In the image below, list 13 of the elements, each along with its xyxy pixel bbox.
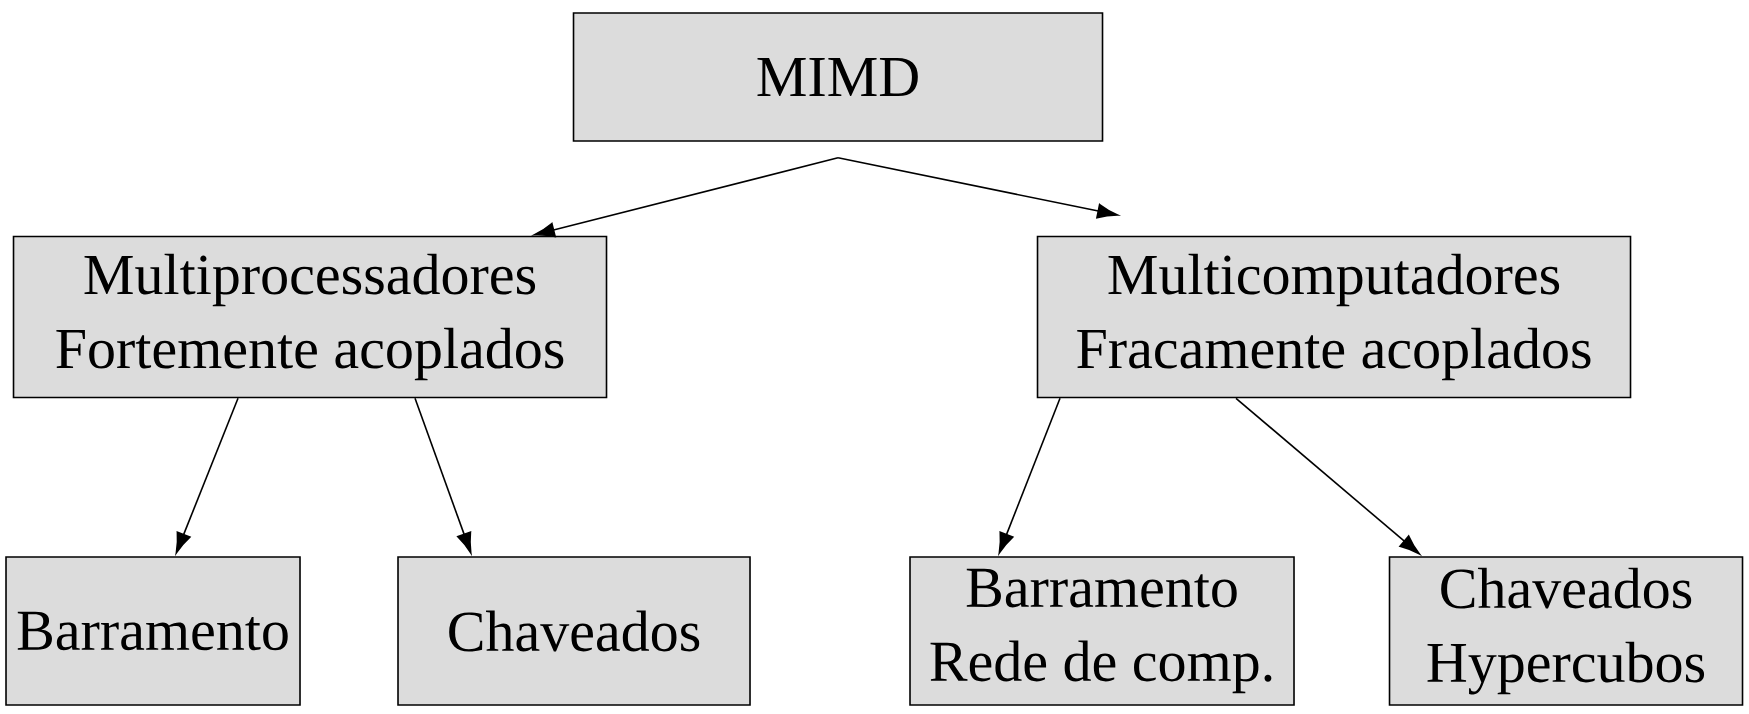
arrow	[1235, 397, 1420, 555]
process-box: MIMD	[572, 12, 1104, 142]
process-box: Barramento	[5, 556, 301, 706]
process-box: Multiprocessadores Fortemente acoplados	[12, 235, 608, 399]
process-box: Chaveados	[397, 556, 751, 706]
arrow	[533, 157, 839, 238]
process-box: Chaveados Hypercubos	[1388, 556, 1744, 706]
process-box: Multicomputadores Fracamente acoplados	[1036, 235, 1632, 399]
arrow	[175, 397, 239, 554]
arrow	[837, 157, 1119, 219]
arrow	[414, 397, 472, 554]
arrow	[998, 397, 1061, 554]
process-box: Barramento Rede de comp.	[909, 556, 1295, 706]
